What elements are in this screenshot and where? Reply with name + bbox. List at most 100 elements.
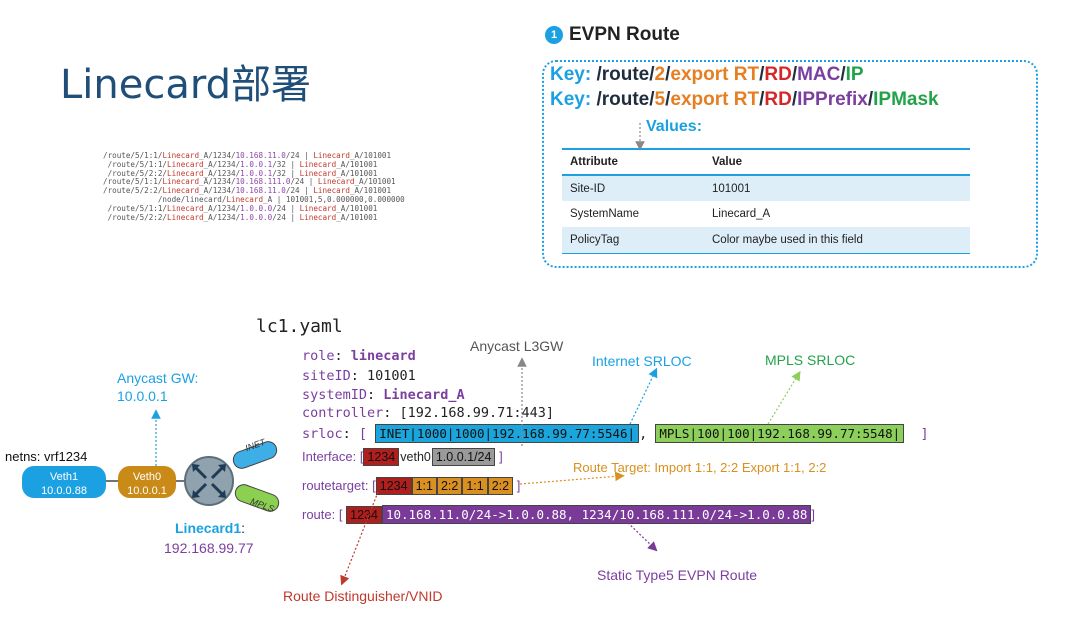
route-list-fragment: /32 | — [272, 159, 300, 169]
static-type5-arrow — [624, 519, 658, 552]
yaml-controller-line: controller: [192.168.99.71:443] — [302, 405, 554, 421]
route-list-line: /route/5/1:1/Linecard_A/1234/10.168.111.… — [103, 177, 405, 187]
route-vnid-segment: 1234 — [346, 506, 382, 524]
anycast-gw-label: Anycast GW: — [117, 370, 199, 386]
route-list-fragment: 10.168.11.0 — [235, 151, 286, 160]
route-value-segment: 10.168.11.0/24->1.0.0.88, 1234/10.168.11… — [381, 505, 812, 524]
key-sep: / — [759, 64, 765, 85]
bracket: [ — [358, 426, 368, 442]
yaml-value: 101001 — [367, 368, 416, 384]
route-list-fragment: _A/101001 — [336, 203, 378, 213]
route-list-fragment: /route/5/1:1/ — [103, 159, 168, 169]
router-icon — [184, 456, 234, 506]
route-list-line: /route/5/1:1/Linecard_A/1234/1.0.0.0/24 … — [103, 203, 405, 214]
route-list-fragment: _A/1234/ — [203, 212, 241, 222]
bracket: [ — [338, 507, 343, 522]
srloc-inet-segment: INET|1000|1000|192.168.99.77:5546| — [375, 424, 640, 443]
values-label: Values: — [646, 118, 703, 135]
key-line-type5: Key: /route/5/export RT/RD/IPPrefix/IPMa… — [550, 89, 939, 111]
route-list-fragment: _A/101001 — [354, 177, 396, 187]
linecard-name-text: Linecard1 — [175, 520, 242, 536]
netns-label: netns: vrf1234 — [5, 449, 88, 464]
route-list: /route/5/1:1/Linecard_A/1234/10.168.11.0… — [103, 151, 405, 222]
evpn-heading-text: EVPN Route — [569, 24, 680, 45]
yaml-key: role — [302, 348, 335, 364]
linecard-ip: 192.168.99.77 — [164, 540, 254, 556]
key-route-type: 5 — [654, 89, 666, 110]
route-list-line: /route/5/2:2/Linecard_A/1234/1.0.0.1/32 … — [103, 168, 405, 179]
route-list-fragment: _A/101001 — [336, 212, 378, 222]
route-list-line: /node/linecard/Linecard_A | 101001,5,0.0… — [103, 194, 405, 205]
yaml-key: siteID — [302, 368, 351, 384]
route-list-fragment: Linecard — [167, 159, 204, 169]
attribute-table: Attribute Value Site-ID 101001 SystemNam… — [562, 148, 970, 254]
route-list-line: /route/5/2:2/Linecard_A/1234/10.168.11.0… — [103, 186, 405, 196]
route-list-fragment: 10.168.11.0 — [235, 186, 286, 196]
veth1-interface: Veth1 10.0.0.88 — [22, 466, 106, 498]
table-row: SystemName Linecard_A — [562, 201, 970, 227]
table-cell: Color maybe used in this field — [704, 227, 970, 254]
rt-import-2: 2:2 — [436, 477, 463, 495]
key-sep: / — [759, 89, 765, 110]
key-export: export — [670, 64, 734, 85]
key-sep: / — [840, 64, 846, 85]
yaml-srloc-line: srloc: [ INET|1000|1000|192.168.99.77:55… — [302, 424, 929, 443]
key-ip: IP — [845, 64, 864, 85]
key-line-type2: Key: /route/2/export RT/RD/MAC/IP — [550, 64, 864, 86]
anycast-l3gw-label: Anycast L3GW — [470, 338, 564, 354]
route-list-fragment: _A/1234/ — [199, 177, 236, 187]
route-list-fragment: Linecard — [317, 177, 355, 187]
bracket: ] — [811, 507, 815, 522]
route-list-fragment: /node/linecard/ — [103, 194, 227, 204]
route-list-fragment: _A/101001 — [349, 186, 392, 196]
key-route-type: 2 — [654, 64, 666, 85]
veth0-ip: 10.0.0.1 — [127, 485, 167, 497]
yaml-value: [192.168.99.71:443] — [399, 405, 554, 421]
route-list-fragment: 1.0.0.1 — [240, 168, 273, 178]
route-list-fragment: _A/101001 — [349, 151, 392, 160]
route-list-fragment: /route/5/2:2/ — [103, 186, 163, 196]
table-header-attribute: Attribute — [562, 148, 704, 176]
route-list-fragment: /32 | — [272, 168, 300, 178]
table-cell: Site-ID — [562, 175, 704, 201]
static-type5-label: Static Type5 EVPN Route — [597, 567, 758, 583]
rt-vnid-segment: 1234 — [375, 477, 412, 495]
bracket: [ — [359, 449, 364, 464]
linecard-colon: : — [241, 520, 246, 536]
route-list-fragment: Linecard — [299, 168, 337, 178]
route-list-fragment: Linecard — [162, 151, 200, 160]
table-header-row: Attribute Value — [562, 148, 970, 176]
route-target-label: Route Target: Import 1:1, 2:2 Export 1:1… — [573, 460, 827, 475]
table-header-value: Value — [704, 148, 970, 176]
route-list-fragment: _A | 101001,5,0.000000,0.000000 — [263, 194, 405, 204]
route-list-fragment: _A/1234/ — [203, 203, 241, 213]
route-list-fragment: _A/101001 — [336, 159, 378, 169]
yaml-value: Linecard_A — [383, 387, 465, 403]
key-rd: RD — [764, 89, 792, 110]
route-list-fragment: _A/1234/ — [203, 159, 241, 169]
key-ipprefix: IPPrefix — [797, 89, 868, 110]
rt-export-1: 1:1 — [462, 477, 488, 495]
internet-srloc-label: Internet SRLOC — [592, 353, 692, 369]
route-list-line: /route/5/1:1/Linecard_A/1234/1.0.0.1/32 … — [103, 159, 405, 170]
key-prefix: /route/ — [596, 64, 655, 85]
route-list-fragment: _A/1234/ — [199, 151, 236, 160]
route-list-fragment: Linecard — [313, 186, 350, 196]
yaml-key: routetarget: — [302, 478, 369, 493]
rt-export-2: 2:2 — [487, 477, 514, 495]
yaml-key: srloc — [302, 426, 343, 442]
route-target-arrow — [519, 471, 625, 485]
yaml-value: linecard — [350, 348, 416, 364]
route-list-fragment: 1.0.0.0 — [240, 203, 273, 213]
route-list-fragment: Linecard — [167, 212, 204, 222]
route-list-fragment: Linecard — [299, 212, 337, 222]
yaml-systemid-line: systemID: Linecard_A — [302, 387, 465, 403]
interface-name: veth0 — [399, 449, 432, 465]
route-list-fragment: /route/5/2:2/ — [103, 212, 168, 222]
key-sep: / — [665, 89, 671, 110]
route-distinguisher-label: Route Distinguisher/VNID — [283, 588, 443, 604]
